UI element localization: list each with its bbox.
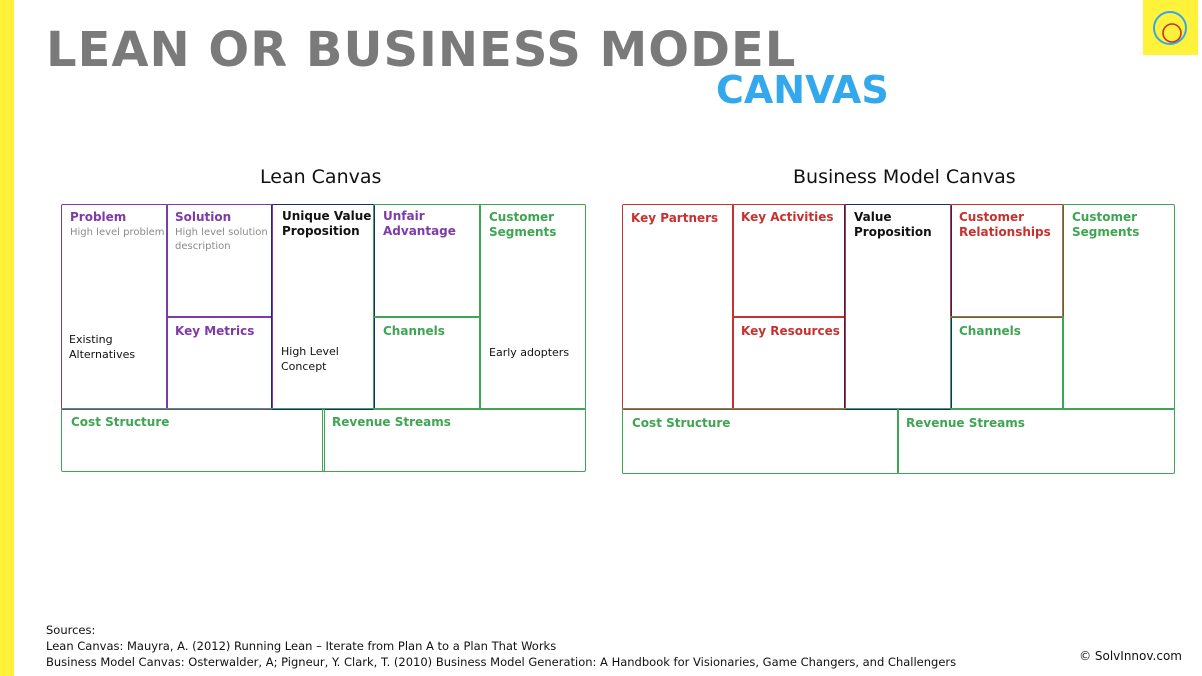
- bmc-key-resources-label: Key Resources: [741, 324, 840, 338]
- lean-uvp-label: Unique Value Proposition: [282, 209, 372, 238]
- lean-key-metrics-block: [166, 316, 273, 410]
- bmc-revenue-streams-block: [897, 408, 1175, 474]
- lean-early-adopters: Early adopters: [489, 346, 570, 359]
- lean-problem-sub: High level problem: [70, 227, 165, 238]
- sources-block: Sources: Lean Canvas: Mauyra, A. (2012) …: [46, 622, 956, 670]
- bmc-value-proposition-label: Value Proposition: [854, 210, 932, 239]
- bmc-customer-segments-block: [1062, 204, 1175, 410]
- lean-revenue-streams-label: Revenue Streams: [332, 415, 451, 429]
- page-subtitle: CANVAS: [716, 68, 889, 112]
- logo: [1143, 0, 1198, 55]
- lean-customer-segments-label: Customer Segments: [489, 210, 557, 239]
- bmc-customer-relationships-block: [950, 204, 1064, 318]
- lean-solution-label: Solution: [175, 210, 232, 224]
- sources-heading: Sources:: [46, 623, 96, 637]
- lean-solution-block: [166, 204, 273, 318]
- bmc-key-resources-block: [732, 316, 846, 410]
- lean-unfair-advantage-block: [373, 204, 481, 318]
- bmc-title: Business Model Canvas: [793, 166, 1016, 188]
- left-accent-bar: [0, 0, 14, 676]
- lean-cost-structure-label: Cost Structure: [71, 415, 170, 429]
- lean-problem-block: [61, 204, 168, 410]
- bmc-channels-block: [950, 316, 1064, 410]
- lean-customer-segments-block: [479, 204, 586, 410]
- lean-uvp-block: [271, 204, 375, 410]
- lean-unfair-advantage-label: Unfair Advantage: [383, 209, 456, 238]
- page-title: LEAN OR BUSINESS MODEL: [46, 22, 797, 78]
- bmc-customer-relationships-label: Customer Relationships: [959, 210, 1051, 239]
- bmc-channels-label: Channels: [959, 324, 1021, 338]
- bmc-key-partners-block: [622, 204, 734, 410]
- lean-high-level-concept: High Level Concept: [281, 345, 339, 373]
- bmc-revenue-streams-label: Revenue Streams: [906, 416, 1025, 430]
- lean-revenue-streams-block: [322, 408, 586, 472]
- source-business-model-canvas: Business Model Canvas: Osterwalder, A; P…: [46, 655, 957, 669]
- bmc-key-partners-label: Key Partners: [631, 211, 719, 225]
- lean-solution-sub: High level solution description: [175, 227, 268, 252]
- circles-logo-icon: [1153, 11, 1187, 45]
- source-lean-canvas: Lean Canvas: Mauyra, A. (2012) Running L…: [46, 639, 557, 653]
- bmc-key-activities-block: [732, 204, 846, 318]
- lean-existing-alternatives: Existing Alternatives: [69, 333, 136, 361]
- lean-cost-structure-block: [61, 408, 325, 472]
- lean-canvas-title: Lean Canvas: [260, 166, 382, 188]
- bmc-cost-structure-label: Cost Structure: [632, 416, 731, 430]
- bmc-cost-structure-block: [622, 408, 899, 474]
- lean-channels-label: Channels: [383, 324, 445, 338]
- bmc-customer-segments-label: Customer Segments: [1072, 210, 1140, 239]
- bmc-key-activities-label: Key Activities: [741, 210, 834, 224]
- lean-key-metrics-label: Key Metrics: [175, 324, 255, 338]
- copyright-notice: © SolvInnov.com: [1079, 649, 1182, 663]
- lean-problem-label: Problem: [70, 210, 127, 224]
- lean-channels-block: [373, 316, 481, 410]
